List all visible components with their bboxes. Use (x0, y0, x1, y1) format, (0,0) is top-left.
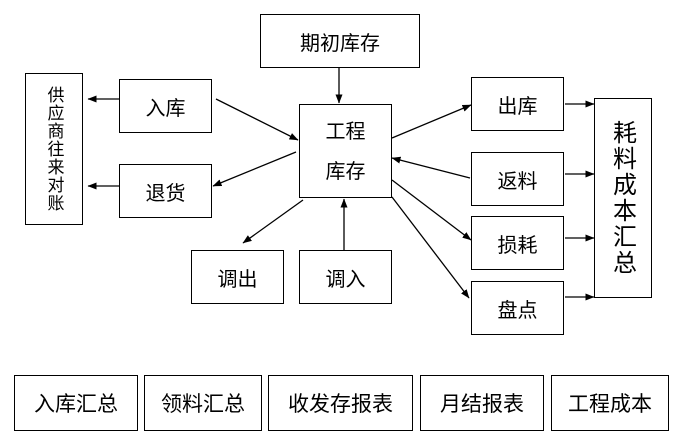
node-transfer-in: 调入 (299, 250, 392, 304)
arrow-project-to-outbound (391, 104, 472, 139)
report-stock-in-summary: 入库汇总 (14, 375, 138, 431)
node-stocktake: 盘点 (471, 281, 564, 335)
node-material-return: 返料 (471, 152, 564, 206)
arrow-project-to-returngoods (212, 151, 297, 187)
report-project-cost: 工程成本 (551, 375, 669, 431)
report-receive-issue-stock: 收发存报表 (268, 375, 413, 431)
node-return-goods: 退货 (119, 164, 212, 218)
arrow-project-to-transferout (242, 199, 304, 244)
arrow-project-stocktake-bidirectional (384, 188, 470, 299)
arrow-materialreturn-to-project (391, 156, 471, 179)
report-picking-summary: 领料汇总 (144, 375, 262, 431)
node-stock-in: 入库 (119, 79, 212, 133)
node-outbound: 出库 (471, 77, 564, 131)
node-opening-inventory: 期初库存 (260, 14, 420, 68)
report-monthly-close: 月结报表 (420, 375, 544, 431)
node-consumption-cost-summary: 耗料成本汇总 (594, 98, 652, 298)
arrow-stockin-to-project (215, 98, 299, 141)
arrow-project-to-loss (391, 179, 472, 241)
node-supplier-account: 供应商往来对账 (25, 73, 83, 225)
node-project-inventory: 工程 库存 (299, 104, 392, 198)
node-loss: 损耗 (471, 216, 564, 270)
node-transfer-out: 调出 (191, 250, 284, 304)
